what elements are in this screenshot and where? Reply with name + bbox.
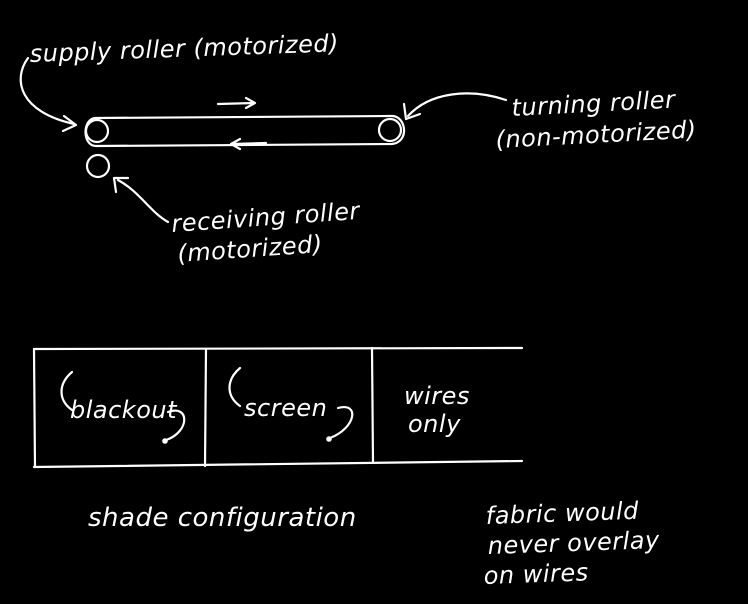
shade-divider-2 — [370, 346, 375, 465]
receiving-roller-arrowhead — [112, 176, 130, 194]
turning-roller-arrowhead — [402, 102, 422, 121]
fabric-note-line1: fabric would — [485, 497, 639, 530]
turning-roller — [377, 117, 403, 143]
wires-panel-label-line2: only — [408, 410, 461, 438]
shade-configuration-caption: shade configuration — [88, 503, 357, 533]
receiving-roller-label-line1: receiving roller — [170, 197, 362, 238]
turning-roller-arrow — [406, 92, 508, 118]
direction-arrow-left — [229, 137, 268, 151]
blackout-roll-arrow-end — [164, 409, 186, 442]
shade-configuration-diagram: blackout screen wires only shade configu… — [32, 346, 660, 590]
fabric-note-line2: never overlay — [487, 526, 660, 560]
shade-top-line — [32, 346, 524, 351]
screen-roll-dot — [326, 436, 332, 442]
receiving-roller-arrow — [116, 178, 170, 224]
screen-roll-arrow-end — [328, 406, 354, 440]
fabric-note-line3: on wires — [483, 558, 589, 590]
roller-system-diagram: supply roller (motorized) turning roller… — [19, 29, 697, 268]
supply-roller-arrowhead — [61, 114, 78, 133]
shade-left-edge — [32, 347, 37, 469]
wires-panel-label-line1: wires — [404, 382, 470, 410]
shade-bottom-line — [32, 459, 524, 469]
supply-roller-arrow — [19, 56, 76, 126]
shade-divider-1 — [203, 347, 208, 468]
turning-roller-label-line1: turning roller — [511, 85, 678, 122]
conveyor-belt — [84, 114, 406, 148]
receiving-roller — [85, 153, 111, 179]
blackout-roll-dot — [162, 438, 168, 444]
screen-roll-arrow — [228, 366, 242, 408]
blackout-roll-arrow — [60, 370, 74, 412]
supply-roller — [84, 118, 110, 144]
blackout-panel-label: blackout — [70, 396, 178, 424]
screen-panel-label: screen — [244, 394, 327, 422]
direction-arrow-right — [216, 96, 257, 110]
supply-roller-label: supply roller (motorized) — [29, 29, 339, 68]
